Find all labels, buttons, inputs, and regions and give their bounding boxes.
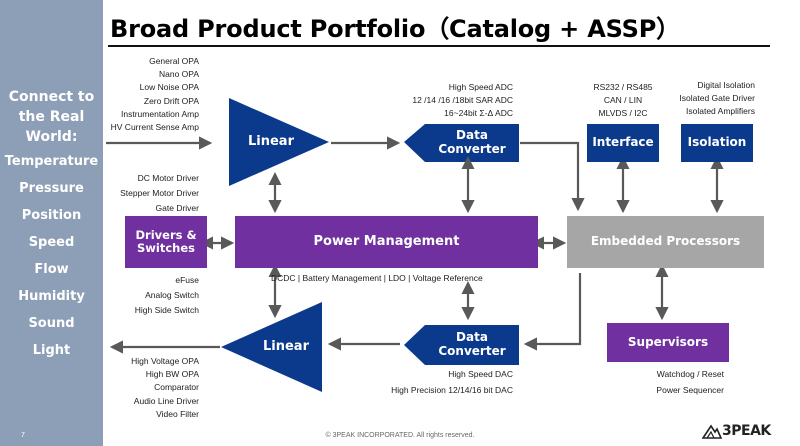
drivers-switches-line-2: Switches bbox=[137, 241, 195, 255]
label-digital-isolation: Digital Isolation bbox=[697, 80, 755, 90]
data-converter-bottom: Data Converter bbox=[428, 327, 516, 363]
supervisors-block: Supervisors bbox=[607, 323, 729, 362]
supervisors-list: Watchdog / Reset Power Sequencer bbox=[620, 368, 724, 397]
label-nano-opa: Nano OPA bbox=[158, 69, 199, 80]
label-low-noise-opa: Low Noise OPA bbox=[139, 82, 199, 93]
label-high-precision-dac: High Precision 12/14/16 bit DAC bbox=[391, 385, 513, 396]
data-converter-top-shape bbox=[404, 124, 519, 162]
label-isolated-gate-driver: Isolated Gate Driver bbox=[679, 93, 755, 104]
label-high-bw-opa: High BW OPA bbox=[145, 369, 199, 380]
data-converter-top: Data Converter bbox=[428, 126, 516, 160]
title-divider bbox=[108, 45, 770, 47]
data-converter-bottom-shape bbox=[404, 325, 519, 365]
page-number: 7 bbox=[21, 432, 25, 439]
arrow-embedded-dac bbox=[523, 273, 582, 351]
adc-list: High Speed ADC 12 /14 /16 /18bit SAR ADC… bbox=[385, 81, 513, 121]
label-video-filter: Video Filter bbox=[156, 408, 199, 419]
label-sar-adc: 12 /14 /16 /18bit SAR ADC bbox=[412, 95, 513, 106]
logo-text: 3PEAK bbox=[722, 423, 771, 439]
label-high-speed-dac: High Speed DAC bbox=[448, 369, 513, 379]
drivers-list: DC Motor Driver Stepper Motor Driver Gat… bbox=[104, 172, 199, 216]
isolation-list: Digital Isolation Isolated Gate Driver I… bbox=[668, 79, 755, 119]
sidebar-item-pressure: Pressure bbox=[19, 181, 84, 196]
label-high-speed-adc: High Speed ADC bbox=[448, 82, 513, 92]
dac-list: High Speed DAC High Precision 12/14/16 b… bbox=[380, 368, 513, 397]
drivers-switches-line-1: Drivers & bbox=[135, 227, 197, 242]
isolation-block: Isolation bbox=[681, 124, 753, 162]
arrow-adc-embedded bbox=[520, 141, 585, 212]
label-efuse: eFuse bbox=[175, 275, 199, 285]
data-converter-top-line-1: Data bbox=[456, 128, 488, 143]
label-zero-drift-opa: Zero Drift OPA bbox=[143, 95, 199, 106]
sidebar-item-temperature: Temperature bbox=[4, 154, 99, 169]
label-power-sequencer: Power Sequencer bbox=[656, 385, 724, 396]
embedded-processors-block: Embedded Processors bbox=[567, 216, 764, 268]
sidebar-item-speed: Speed bbox=[28, 235, 75, 250]
linear-input-list: General OPA Nano OPA Low Noise OPA Zero … bbox=[104, 55, 199, 134]
label-comparator: Comparator bbox=[154, 382, 199, 393]
company-logo: 3PEAK bbox=[702, 423, 771, 439]
linear-bottom-label: Linear bbox=[263, 339, 309, 354]
sidebar-heading-line-3: World: bbox=[25, 129, 78, 145]
label-general-opa: General OPA bbox=[149, 56, 199, 66]
copyright: © 3PEAK INCORPORATED. All rights reserve… bbox=[325, 432, 475, 439]
label-stepper-motor-driver: Stepper Motor Driver bbox=[120, 188, 199, 199]
linear-output-list: High Voltage OPA High BW OPA Comparator … bbox=[104, 355, 199, 421]
sidebar-heading-line-1: Connect to bbox=[8, 89, 95, 105]
switches-list: eFuse Analog Switch High Side Switch bbox=[104, 274, 199, 318]
label-high-voltage-opa: High Voltage OPA bbox=[131, 356, 199, 366]
power-features-label: DCDC | Battery Management | LDO | Voltag… bbox=[271, 273, 483, 283]
label-gate-driver: Gate Driver bbox=[155, 203, 199, 214]
sidebar-item-sound: Sound bbox=[28, 316, 75, 331]
label-can-lin: CAN / LIN bbox=[603, 95, 643, 106]
label-mlvds-i2c: MLVDS / I2C bbox=[598, 108, 648, 119]
label-isolated-amplifiers: Isolated Amplifiers bbox=[686, 106, 755, 117]
data-converter-bottom-line-1: Data bbox=[456, 330, 488, 345]
linear-bottom-triangle bbox=[221, 302, 322, 392]
label-rs232-rs485: RS232 / RS485 bbox=[593, 82, 653, 92]
page-title: Broad Product Portfolio（Catalog + ASSP） bbox=[110, 15, 680, 43]
data-converter-top-line-2: Converter bbox=[438, 142, 506, 156]
sidebar-item-flow: Flow bbox=[34, 262, 69, 277]
sidebar-item-position: Position bbox=[21, 208, 82, 223]
label-hv-current-sense-amp: HV Current Sense Amp bbox=[110, 122, 199, 133]
interface-list: RS232 / RS485 CAN / LIN MLVDS / I2C bbox=[580, 81, 666, 121]
data-converter-bottom-line-2: Converter bbox=[438, 344, 506, 358]
label-high-side-switch: High Side Switch bbox=[134, 305, 199, 316]
linear-top-triangle bbox=[229, 98, 329, 186]
sidebar-item-light: Light bbox=[32, 343, 71, 358]
sidebar-heading-line-2: the Real bbox=[18, 109, 85, 125]
interface-block: Interface bbox=[587, 124, 659, 162]
sidebar-item-humidity: Humidity bbox=[18, 289, 85, 304]
linear-top-label: Linear bbox=[248, 134, 294, 149]
label-analog-switch: Analog Switch bbox=[145, 290, 199, 301]
power-management-block: Power Management bbox=[235, 216, 538, 268]
label-instrumentation-amp: Instrumentation Amp bbox=[121, 108, 199, 119]
label-watchdog-reset: Watchdog / Reset bbox=[656, 369, 724, 379]
sidebar: Connect to the Real World: Temperature P… bbox=[0, 0, 103, 446]
logo-mark-icon bbox=[702, 424, 722, 439]
label-audio-line-driver: Audio Line Driver bbox=[133, 395, 199, 406]
label-sigma-delta-adc: 16~24bit Σ-Δ ADC bbox=[444, 108, 513, 119]
drivers-switches-block: Drivers & Switches bbox=[125, 216, 207, 268]
label-dc-motor-driver: DC Motor Driver bbox=[137, 173, 199, 183]
